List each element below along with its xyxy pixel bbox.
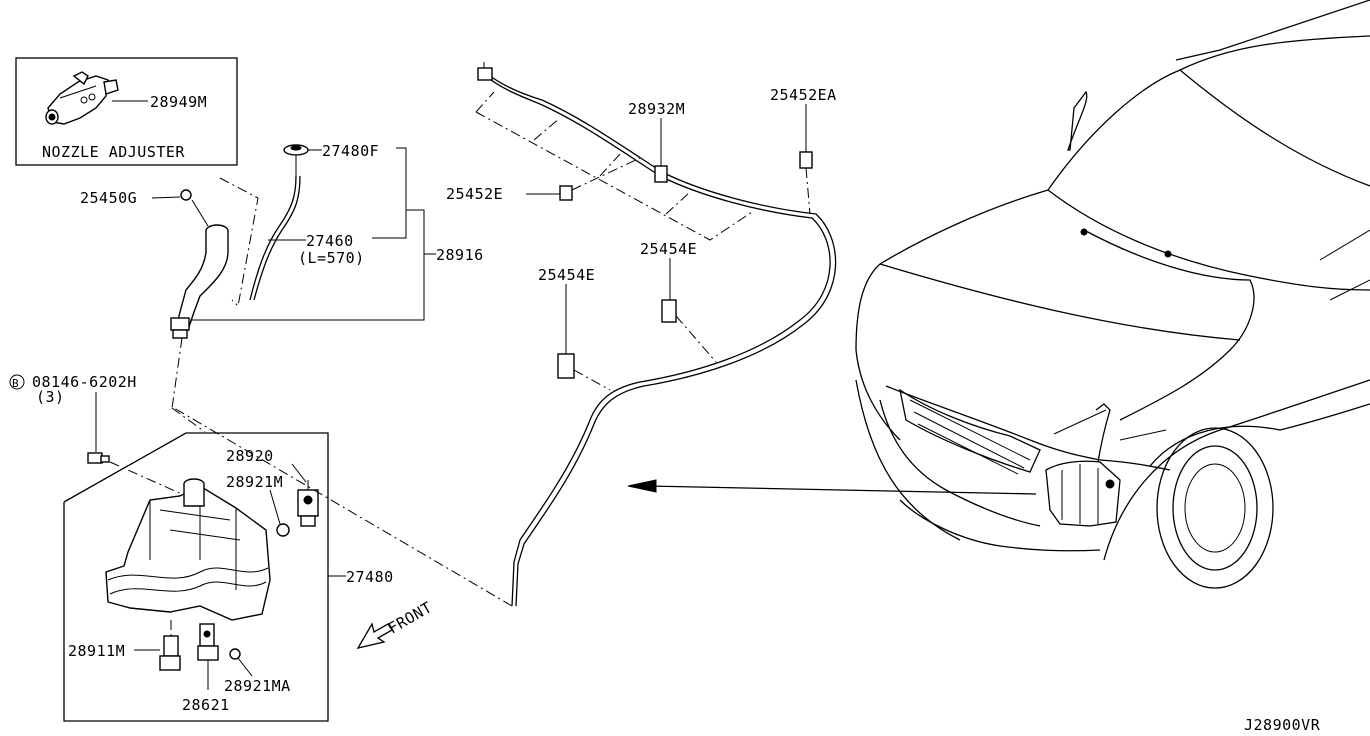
hose-25450g-icon <box>180 189 192 201</box>
clip-25452e-icon <box>559 185 573 201</box>
pipe-phantom-line-2 <box>171 407 206 433</box>
inset-caption: NOZZLE ADJUSTER <box>42 143 185 161</box>
check-valve-28932m-icon <box>654 165 668 183</box>
nozzle-adjuster-inset-frame <box>15 57 238 166</box>
part-label-27480: 27480 <box>346 568 394 586</box>
part-label-bolt: 08146-6202H <box>32 373 137 391</box>
part-label-25454e-right: 25454E <box>640 240 697 258</box>
cap-27480f-icon <box>283 144 309 176</box>
hose-to-tank-phantom <box>173 407 513 607</box>
clip-25452e-phantom <box>571 157 641 191</box>
part-label-28920: 28920 <box>226 447 274 465</box>
clip-25454e-right-phantom <box>675 315 717 363</box>
part-label-25454e-left: 25454E <box>538 266 595 284</box>
inlet-hose-27460 <box>249 175 297 301</box>
part-label-28921ma: 28921MA <box>224 677 291 695</box>
leader-25450g-hose <box>191 199 209 227</box>
hood-phantom-outline <box>475 91 753 241</box>
clip-25452ea-phantom <box>805 167 811 215</box>
part-label-28916: 28916 <box>436 246 484 264</box>
vehicle-outline <box>855 0 1370 589</box>
bolt-phantom-line <box>109 461 241 521</box>
washer-hose-route <box>485 75 831 607</box>
clip-25454e-left-phantom <box>573 369 611 391</box>
front-arrow-icon <box>356 622 393 649</box>
part-label-28621: 28621 <box>182 696 230 714</box>
leader-28921ma <box>237 657 253 677</box>
seal-28921m-icon <box>276 523 290 537</box>
diagram-code: J28900VR <box>1244 716 1321 734</box>
bolt-icon <box>87 452 110 464</box>
leader-28920 <box>291 463 307 483</box>
part-label-25452e: 25452E <box>446 185 503 203</box>
clip-25454e-right-icon <box>661 299 677 323</box>
tank-27480-icon <box>105 478 271 621</box>
clip-25452ea-icon <box>799 151 813 169</box>
pump-28920-icon <box>297 480 319 527</box>
washer-hose-route-outline <box>489 75 837 607</box>
bolt-prefix-circle <box>9 374 25 390</box>
location-arrow-line <box>647 485 1037 495</box>
part-label-27460: 27460 <box>306 232 354 250</box>
phantom-tube-outline <box>219 177 259 308</box>
part-label-bolt-qty: (3) <box>36 388 65 406</box>
bolt-prefix: B <box>12 377 19 390</box>
part-label-28921m: 28921M <box>226 473 283 491</box>
location-arrow-head <box>627 479 657 493</box>
front-label: FRONT <box>385 598 435 637</box>
filler-neck-icon <box>170 224 229 339</box>
nozzle-connector-icon <box>477 62 493 81</box>
tank-box-frame <box>63 432 329 722</box>
part-label-25452ea: 25452EA <box>770 86 837 104</box>
bracket-28916 <box>190 209 425 321</box>
pipe-phantom-line <box>171 337 183 409</box>
part-label-28911m: 28911M <box>68 642 125 660</box>
clip-25454e-left-icon <box>557 353 575 379</box>
strainer-28911m-icon <box>159 620 181 671</box>
inlet-hose-27460-outline <box>253 175 301 301</box>
bracket-27480f <box>372 147 407 239</box>
part-label-27460-length: (L=570) <box>298 249 365 267</box>
hood-phantom-ribs <box>533 117 691 215</box>
seal-28921ma-icon <box>229 648 241 660</box>
part-label-25450g: 25450G <box>80 189 137 207</box>
part-label-28932m: 28932M <box>628 100 685 118</box>
pump-28621-icon <box>197 623 219 661</box>
part-label-28949m: 28949M <box>150 93 207 111</box>
nozzle-adjuster-icon <box>45 71 119 125</box>
part-label-27480f: 27480F <box>322 142 379 160</box>
leader-28921m <box>269 489 281 525</box>
leader-25450g <box>151 196 181 199</box>
